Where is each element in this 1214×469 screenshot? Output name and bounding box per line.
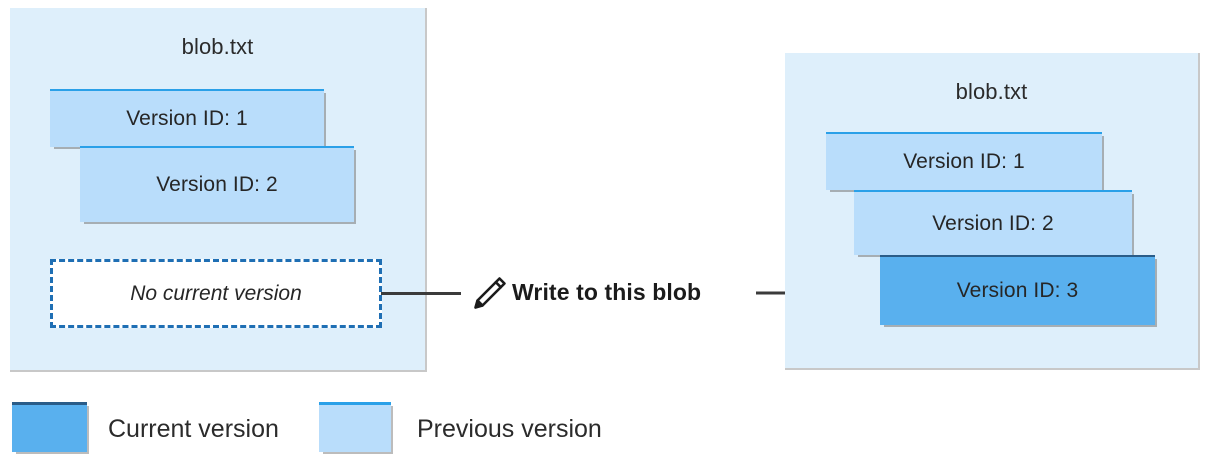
legend-label-previous-version: Previous version — [417, 415, 602, 443]
legend-label-current-version: Current version — [108, 415, 279, 443]
left-version-card-1: Version ID: 1 — [50, 89, 324, 147]
right-version-card-3: Version ID: 3 — [880, 255, 1155, 325]
right-version-card-2: Version ID: 2 — [854, 190, 1132, 255]
connector-left-line — [381, 292, 461, 295]
right-version-card-1: Version ID: 1 — [826, 132, 1102, 190]
right-panel-blob-name: blob.txt — [955, 79, 1028, 104]
legend-swatch-current-version — [12, 402, 87, 452]
legend-swatch-previous-version — [319, 402, 391, 452]
right-version-card-1-label: Version ID: 1 — [903, 150, 1025, 173]
no-current-version-box: No current version — [50, 259, 382, 328]
left-version-card-2-label: Version ID: 2 — [156, 173, 278, 196]
left-version-card-1-label: Version ID: 1 — [126, 107, 248, 130]
left-version-card-2: Version ID: 2 — [80, 146, 354, 222]
right-version-card-3-label: Version ID: 3 — [956, 279, 1079, 302]
pencil-icon — [466, 272, 510, 316]
left-panel-blob-name: blob.txt — [181, 34, 254, 59]
no-current-version-label: No current version — [130, 281, 302, 305]
write-to-blob-label: Write to this blob — [512, 279, 702, 305]
right-version-card-2-label: Version ID: 2 — [932, 211, 1054, 235]
